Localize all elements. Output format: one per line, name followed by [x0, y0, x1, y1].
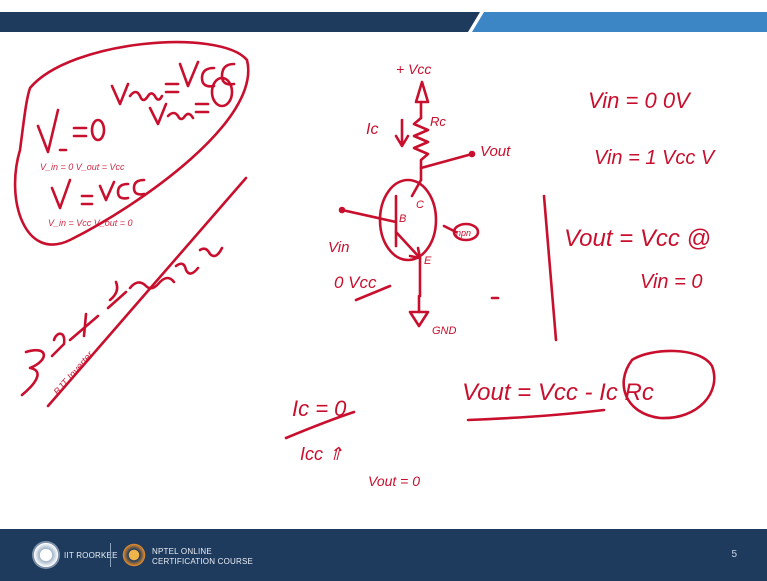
- truth-line-1: V_in = 0 V_out = Vcc: [40, 162, 125, 172]
- base-wire: [340, 208, 398, 224]
- ic-zero-underline: [284, 410, 356, 440]
- transistor-circle: [378, 178, 438, 262]
- title-underline: [46, 176, 248, 408]
- rc-resistor: [412, 116, 430, 182]
- collector-label: C: [416, 199, 424, 211]
- base-label: B: [399, 213, 406, 225]
- ground-symbol: [408, 310, 430, 328]
- vcc-arrow: [414, 80, 430, 104]
- course-line-1: NPTEL ONLINE: [152, 547, 212, 556]
- ic-label: Ic: [366, 121, 378, 138]
- bjt-inverter-title: [20, 176, 248, 408]
- note-vin-zero-2: Vin = 0: [640, 271, 702, 293]
- vout-zero-label: Vout = 0: [368, 473, 420, 489]
- bjt-circuit: [338, 80, 500, 328]
- vertical-divider-stroke: [542, 194, 558, 342]
- emitter-label: E: [424, 255, 432, 267]
- vout-label: Vout: [480, 143, 511, 160]
- top-bar-light-segment: [472, 12, 767, 32]
- note-vin-one: Vin = 1 Vcc V: [594, 147, 716, 169]
- iit-roorkee-logo-icon: [32, 541, 60, 569]
- ic-arrow: [394, 118, 410, 148]
- top-title-bar: [0, 0, 767, 34]
- truth-table-ellipse: [13, 40, 250, 246]
- rc-label: Rc: [430, 114, 446, 129]
- whiteboard-canvas: + Vcc Ic Rc Vout B C E npn Vin 0 Vcc GND…: [8, 34, 759, 529]
- vout-equation: Vout = Vcc - Ic Rc: [462, 379, 654, 406]
- gnd-label: GND: [432, 325, 457, 337]
- truth-line-2: V_in = Vcc V_out = 0: [48, 218, 133, 228]
- ic-zero-label: Ic = 0: [292, 396, 347, 421]
- stroke-v-in-1: [36, 108, 60, 154]
- icc-up-label: Icc ⇑: [300, 444, 343, 464]
- nptel-logo-icon: [120, 541, 148, 569]
- footer-bar: IIT ROORKEE NPTEL ONLINE CERTIFICATION C…: [0, 529, 767, 581]
- vcc-label: + Vcc: [396, 61, 431, 77]
- equation-underline: [466, 408, 606, 422]
- ic-rc-circle: [622, 349, 716, 420]
- top-bar-dark-segment: [0, 12, 480, 32]
- footer-divider: [110, 543, 111, 567]
- note-vout-vcc: Vout = Vcc @: [564, 225, 711, 252]
- note-vin-zero: Vin = 0 0V: [588, 88, 692, 113]
- circled-truth-table: [13, 40, 250, 246]
- course-line-2: CERTIFICATION COURSE: [152, 557, 254, 566]
- bjt-inverter-text: BJT Inverter: [52, 349, 96, 398]
- npn-label: npn: [456, 228, 471, 238]
- vin-label: Vin: [328, 239, 349, 256]
- page-number: 5: [731, 549, 737, 560]
- institute-name: IIT ROORKEE: [64, 551, 118, 560]
- vin-values-label: 0 Vcc: [334, 273, 377, 292]
